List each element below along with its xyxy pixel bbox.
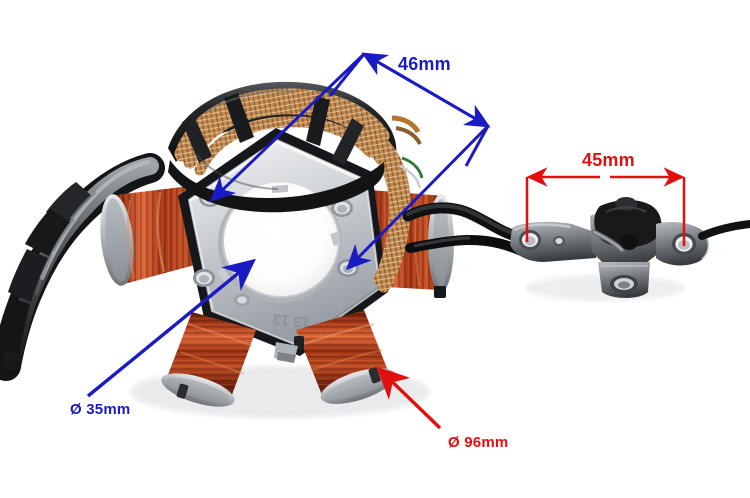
dimension-35mm xyxy=(86,258,256,398)
dimension-label-46mm: 46mm xyxy=(398,54,451,74)
coil-bottom-right xyxy=(294,310,396,404)
dimension-label-35mm: Ø 35mm xyxy=(70,401,131,418)
plate-marking: 13 13 xyxy=(272,310,311,331)
dimension-46mm xyxy=(209,52,491,271)
grommet-cable xyxy=(0,153,165,381)
mounting-hole-top-right xyxy=(331,199,353,217)
dimension-45mm xyxy=(525,167,686,246)
dimension-label-96mm: Ø 96mm xyxy=(448,434,509,451)
mounting-hole-bottom-left xyxy=(193,269,215,287)
pickup-coil xyxy=(510,197,750,298)
dimension-96mm xyxy=(376,366,442,430)
coil-bottom-left xyxy=(161,312,256,407)
dimension-label-45mm: 45mm xyxy=(582,150,635,170)
pickup-lead-wire xyxy=(402,202,529,257)
